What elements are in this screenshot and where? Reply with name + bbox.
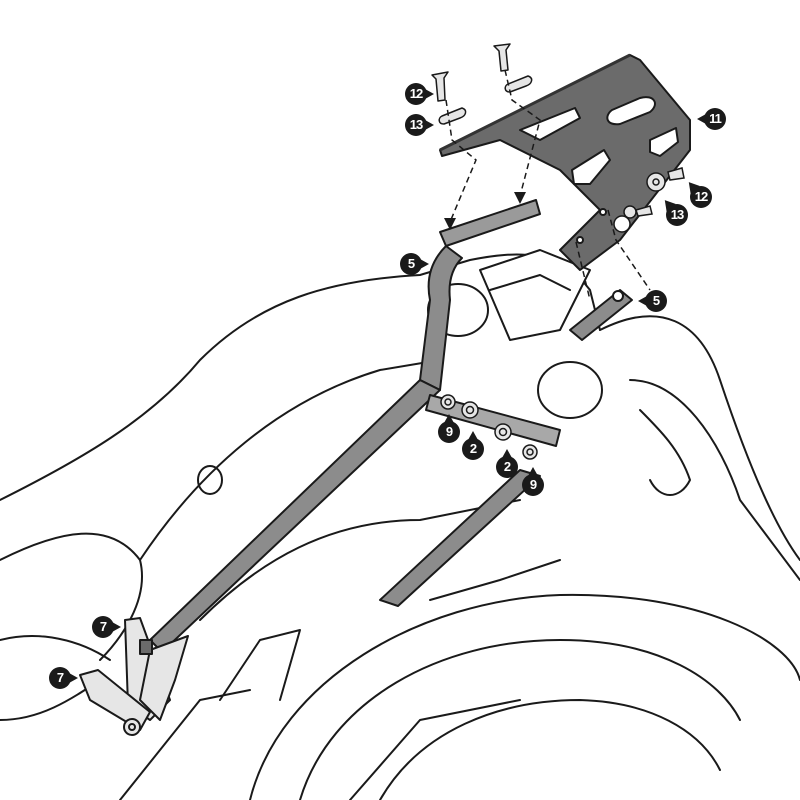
callout-5-left: 5: [400, 253, 429, 275]
guide-arrowheads: [444, 192, 526, 230]
footpeg-bracket: [79, 617, 189, 736]
side-fasteners: [613, 167, 685, 233]
top-fasteners: [431, 43, 533, 125]
assembly-guide-lines: [445, 69, 651, 301]
rack-plate: [439, 53, 691, 271]
callout-11-rack: 11: [697, 108, 726, 130]
rear-tire: [249, 593, 800, 800]
right-indicator: [537, 361, 603, 419]
left-mounting-arm: [149, 199, 561, 653]
callout-2-a: 2: [462, 431, 484, 460]
bolts: [440, 394, 538, 460]
callout-9-b: 9: [522, 467, 544, 496]
callout-13-top: 13: [405, 114, 434, 136]
callout-13-side: 13: [666, 204, 688, 226]
callout-9-a: 9: [438, 414, 460, 443]
callout-7-upper: 7: [92, 616, 121, 638]
callout-12-side: 12: [690, 186, 712, 208]
callout-7-lower: 7: [49, 667, 78, 689]
callout-5-right: 5: [638, 290, 667, 312]
callout-12-top: 12: [405, 83, 434, 105]
callout-2-b: 2: [496, 449, 518, 478]
